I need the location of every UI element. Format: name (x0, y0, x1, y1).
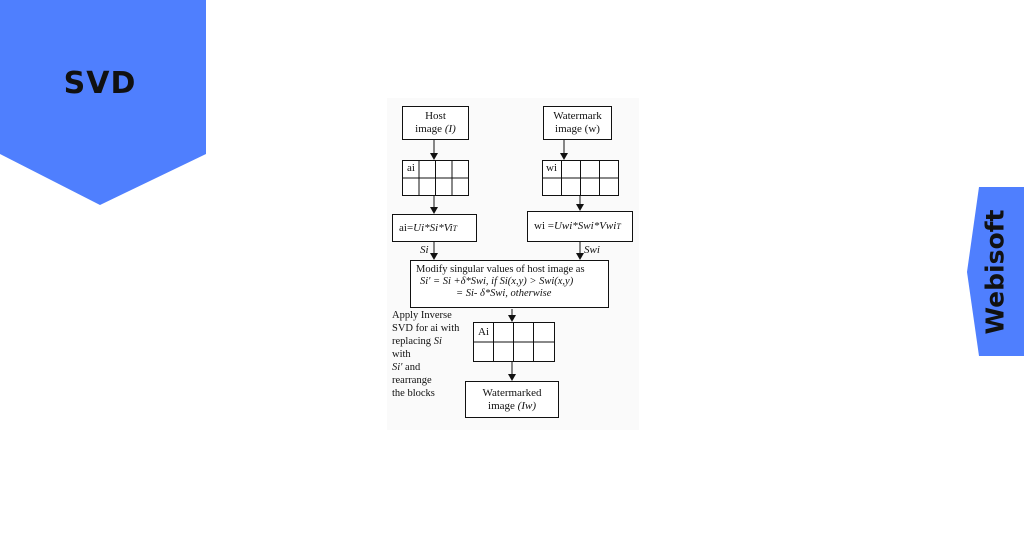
modify-line3: = Si- δ*Swi, otherwise (456, 288, 552, 299)
apply-line4-var: Si' (392, 362, 403, 373)
host-box-line2-prefix: image (415, 123, 445, 135)
host-box-line1: Host (425, 110, 446, 122)
inverse-block-label: Ai (478, 326, 489, 338)
apply-line4: Si' and rearrange (392, 361, 460, 387)
watermark-svd-prefix: wi = (534, 220, 554, 232)
host-image-box: Host image (I) (402, 106, 469, 140)
output-box-line2: image (Iw) (488, 400, 536, 413)
output-box-line2-prefix: image (488, 399, 518, 412)
host-box-line2: image (I) (415, 123, 456, 136)
apply-line3-suffix: with (392, 349, 411, 360)
apply-inverse-note: Apply Inverse SVD for ai with replacing … (392, 309, 460, 400)
apply-line3: replacing Si with (392, 335, 460, 361)
watermark-image-box: Watermark image (w) (543, 106, 612, 140)
host-svd-prefix: ai= (399, 221, 414, 234)
output-box-line1: Watermarked (482, 386, 542, 399)
host-block-grid (402, 160, 469, 196)
output-box-line2-var: (Iw) (517, 399, 536, 412)
flowchart-lines (402, 140, 619, 381)
inverse-block-grid (473, 322, 555, 362)
svd-banner: SVD (0, 0, 206, 205)
webisoft-side-tab: Webisoft (967, 187, 1024, 356)
watermarked-image-box: Watermarked image (Iw) (465, 381, 559, 418)
banner-title: SVD (63, 66, 137, 101)
modify-singular-values-box: Modify singular values of host image as … (410, 260, 609, 308)
watermark-edge-label: Swi (584, 244, 600, 256)
modify-line2: Si' = Si +δ*Swi, if Si(x,y) > Swi(x,y) (420, 276, 574, 287)
apply-line2: SVD for ai with (392, 323, 460, 334)
host-block-label: ai (407, 162, 415, 174)
host-edge-label: Si (420, 244, 429, 256)
apply-line1: Apply Inverse (392, 310, 452, 321)
apply-line5: the blocks (392, 388, 435, 399)
watermark-block-grid (542, 160, 619, 196)
watermark-block-label: wi (546, 162, 557, 174)
watermark-svd-transpose: T (616, 222, 621, 231)
apply-line3-var: Si (433, 336, 442, 347)
host-box-line2-var: (I) (444, 123, 456, 135)
host-svd-expr: Ui*Si*Vi (413, 221, 453, 234)
watermark-box-line1: Watermark (553, 110, 602, 122)
modify-line1: Modify singular values of host image as (416, 264, 585, 275)
host-svd-transpose: T (452, 223, 458, 233)
svd-watermark-flowchart: Host image (I) Watermark image (w) ai wi… (387, 98, 639, 430)
side-tab-shape (967, 187, 1024, 356)
banner-shape (0, 0, 206, 205)
brand-name: Webisoft (980, 209, 1010, 335)
apply-line4-suffix: and rearrange (392, 362, 432, 386)
watermark-box-line2: image (w) (555, 123, 600, 135)
watermark-svd-expr: Uwi*Swi*Vwi (553, 220, 617, 232)
apply-line3-prefix: replacing (392, 336, 434, 347)
